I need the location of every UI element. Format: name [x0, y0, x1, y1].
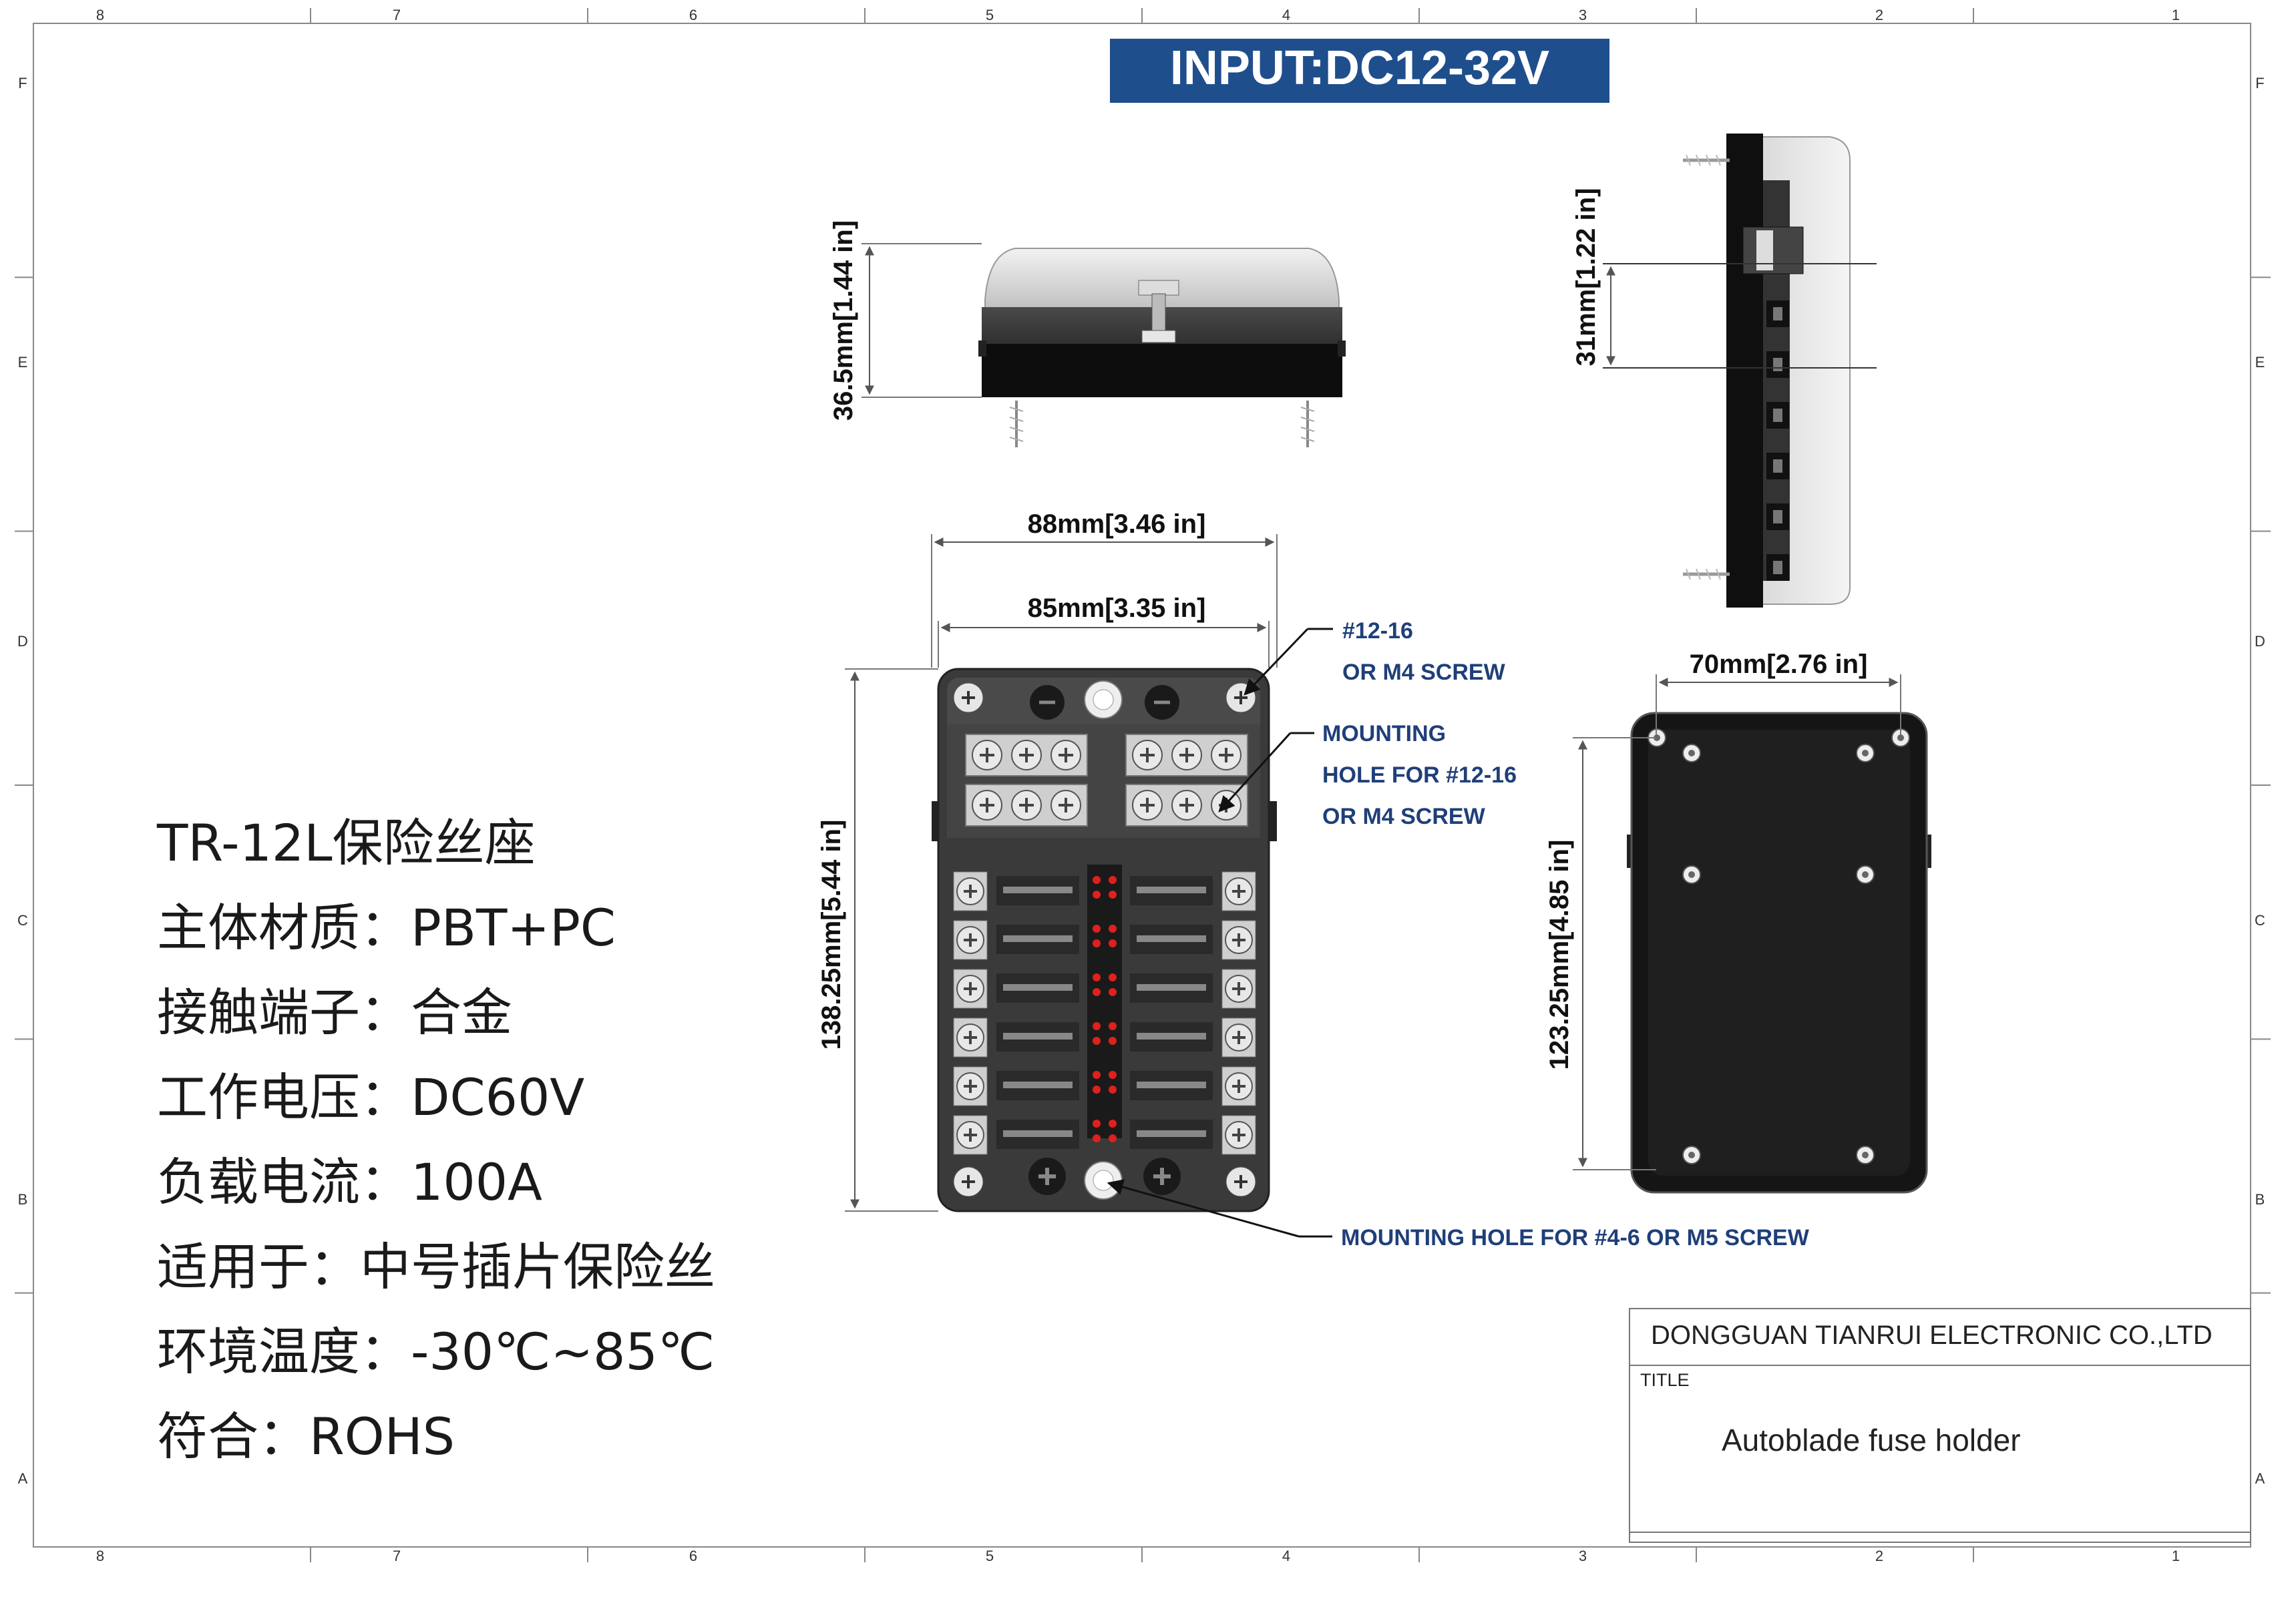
- company-name: DONGGUAN TIANRUI ELECTRONIC CO.,LTD: [1651, 1321, 2213, 1350]
- dimension-back-height: 123.25mm[4.85 in]: [1545, 737, 1656, 1170]
- zone-label: 6: [689, 1548, 697, 1564]
- zone-labels-right: F E D C B A: [2255, 75, 2265, 1487]
- dimension-back-width: 70mm[2.76 in]: [1656, 650, 1901, 734]
- bottom-terminal-row: [953, 1158, 1256, 1200]
- spec-line: 接触端子：合金: [157, 983, 512, 1042]
- callout-screw-line2: OR M4 SCREW: [1342, 660, 1506, 685]
- input-banner: INPUT:DC12-32V: [1110, 39, 1609, 103]
- zone-label: 5: [986, 7, 994, 23]
- zone-label: 7: [393, 1548, 401, 1564]
- side-height-label: 36.5mm[1.44 in]: [829, 220, 858, 421]
- callout-screw: #12-16 OR M4 SCREW: [1243, 618, 1506, 696]
- zone-label: E: [18, 354, 28, 371]
- back-view-illustration: [1627, 712, 1931, 1194]
- title-block: [1629, 1308, 2251, 1543]
- zone-label: 6: [689, 7, 697, 23]
- callout-mounting-line2: HOLE FOR #12-16: [1322, 762, 1517, 788]
- drawing-title: Autoblade fuse holder: [1722, 1423, 2021, 1457]
- side-inner-label: 31mm[1.22 in]: [1571, 188, 1601, 367]
- zone-label: A: [2255, 1470, 2265, 1487]
- side-view-illustration: [1683, 134, 1851, 608]
- top-view-illustration: [978, 248, 1346, 447]
- spec-line: 负载电流：100A: [157, 1152, 543, 1212]
- zone-label: 1: [2172, 7, 2180, 23]
- callout-mounting-line3: OR M4 SCREW: [1322, 804, 1486, 829]
- callout-bottom-mounting: MOUNTING HOLE FOR #4-6 OR M5 SCREW: [1107, 1179, 1810, 1250]
- callout-mounting-hole: MOUNTING HOLE FOR #12-16 OR M4 SCREW: [1218, 721, 1517, 829]
- zone-label: F: [18, 75, 27, 91]
- spec-line: 符合：ROHS: [157, 1407, 455, 1466]
- spec-line: 环境温度：-30℃~85℃: [157, 1322, 715, 1381]
- spec-line: 主体材质：PBT+PC: [157, 898, 616, 957]
- spec-line: TR-12L保险丝座: [157, 813, 536, 873]
- zone-label: B: [2255, 1191, 2265, 1208]
- zone-labels-top: 8 7 6 5 4 3 2 1: [96, 7, 2180, 23]
- zone-label: D: [17, 633, 28, 650]
- zone-label: C: [2255, 912, 2265, 929]
- zone-label: 5: [986, 1548, 994, 1564]
- zone-label: 3: [1579, 1548, 1587, 1564]
- dimension-inner-width: 85mm[3.35 in]: [938, 594, 1270, 668]
- dimension-side-height: 36.5mm[1.44 in]: [829, 220, 982, 421]
- back-height-label: 123.25mm[4.85 in]: [1545, 840, 1574, 1070]
- spec-line: 适用于：中号插片保险丝: [157, 1237, 715, 1297]
- dimension-overall-width: 88mm[3.46 in]: [931, 509, 1278, 668]
- title-label: TITLE: [1640, 1370, 1690, 1390]
- callout-screw-line1: #12-16: [1342, 618, 1413, 644]
- back-width-label: 70mm[2.76 in]: [1690, 650, 1868, 679]
- zone-label: C: [17, 912, 28, 929]
- zone-label: 8: [96, 1548, 104, 1564]
- zone-label: E: [2255, 354, 2265, 371]
- overall-width-label: 88mm[3.46 in]: [1028, 509, 1206, 539]
- zone-label: 1: [2172, 1548, 2180, 1564]
- zone-label: 4: [1282, 7, 1290, 23]
- input-label: INPUT:DC12-32V: [1170, 41, 1549, 95]
- zone-label: F: [2255, 75, 2264, 91]
- zone-labels-bottom: 8 7 6 5 4 3 2 1: [96, 1548, 2180, 1564]
- zone-label: 3: [1579, 7, 1587, 23]
- zone-label: D: [2255, 633, 2265, 650]
- zone-label: 4: [1282, 1548, 1290, 1564]
- zone-labels-left: F E D C B A: [17, 75, 28, 1487]
- zone-label: 2: [1875, 1548, 1883, 1564]
- front-view-illustration: [932, 668, 1277, 1212]
- callout-bottom-mounting-text: MOUNTING HOLE FOR #4-6 OR M5 SCREW: [1341, 1225, 1810, 1250]
- dimension-side-inner: 31mm[1.22 in]: [1571, 188, 1877, 369]
- overall-height-label: 138.25mm[5.44 in]: [817, 820, 846, 1050]
- zone-label: A: [18, 1470, 28, 1487]
- spec-line: 工作电压：DC60V: [157, 1068, 585, 1127]
- callout-mounting-line1: MOUNTING: [1322, 721, 1446, 746]
- inner-width-label: 85mm[3.35 in]: [1028, 594, 1206, 623]
- zone-label: 7: [393, 7, 401, 23]
- zone-label: B: [18, 1191, 28, 1208]
- dimension-overall-height: 138.25mm[5.44 in]: [817, 668, 938, 1212]
- zone-label: 2: [1875, 7, 1883, 23]
- zone-label: 8: [96, 7, 104, 23]
